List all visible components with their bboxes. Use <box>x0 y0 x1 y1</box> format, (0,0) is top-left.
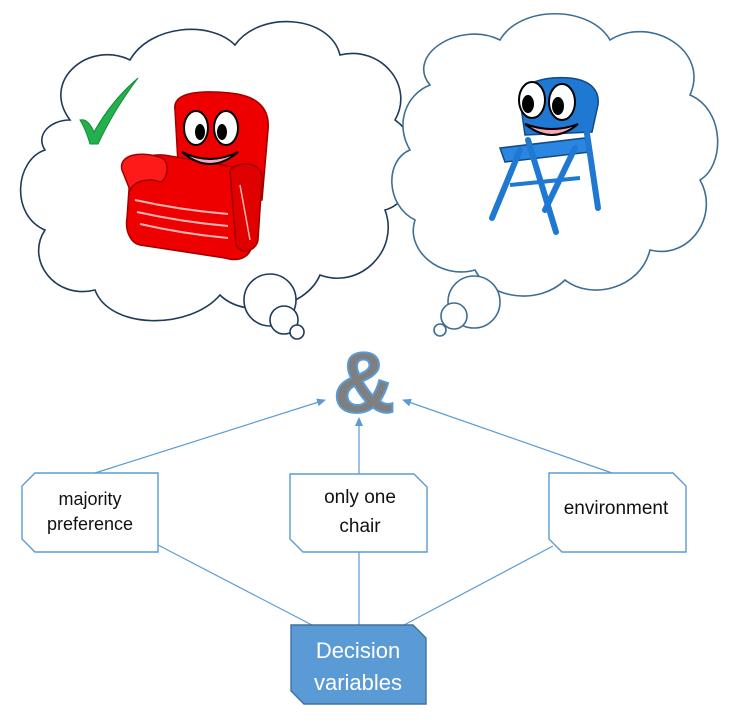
decision-line1: Decision <box>316 638 400 663</box>
box-decision-variables: Decision variables <box>290 624 427 705</box>
box-environment: environment <box>548 472 687 553</box>
thought-bubble-medium <box>440 302 468 330</box>
decision-line2: variables <box>314 670 402 695</box>
box-only-one-chair: only one chair <box>289 473 428 553</box>
folding-chair-smile <box>524 123 579 136</box>
environment-label: environment <box>564 498 669 519</box>
checkmark-icon <box>79 77 139 145</box>
thought-cloud-right <box>391 13 719 337</box>
thought-bubble-medium <box>269 305 299 335</box>
blue-folding-chair-icon <box>489 76 601 235</box>
arrow-majority-to-and <box>94 398 326 474</box>
red-armchair-icon <box>120 91 269 261</box>
armchair-smile <box>181 151 239 165</box>
thought-bubble-small <box>433 323 447 337</box>
connectors <box>94 398 613 626</box>
onechair-line1: only one <box>324 487 396 508</box>
ampersand-symbol: & <box>333 335 395 431</box>
onechair-line2: chair <box>339 516 381 537</box>
thought-bubble-small <box>289 324 305 340</box>
arrow-environment-to-and <box>402 398 613 474</box>
line-majority-to-decision <box>157 544 313 626</box>
majority-line1: majority <box>58 489 121 509</box>
box-majority-preference: majority preference <box>21 472 159 553</box>
majority-line2: preference <box>47 514 133 534</box>
line-environment-to-decision <box>403 545 554 626</box>
